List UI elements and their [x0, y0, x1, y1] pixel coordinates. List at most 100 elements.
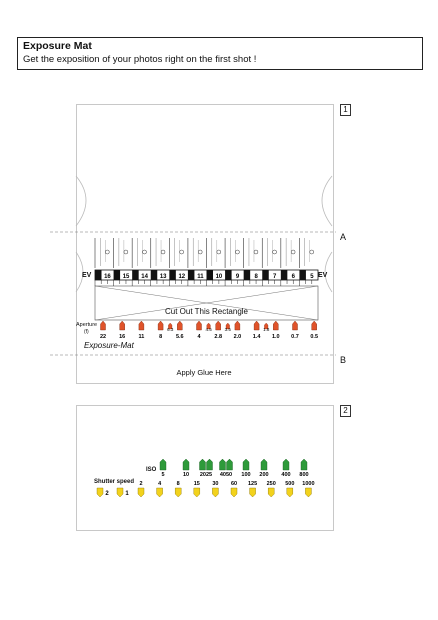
shutter-value: 500 [285, 481, 294, 487]
iso-marker [226, 458, 233, 471]
scene-icon [216, 249, 222, 255]
aperture-minor-marker [206, 322, 211, 330]
aperture-value: 0.5 [310, 334, 318, 340]
shutter-marker [230, 487, 238, 498]
ev-black-block [206, 270, 214, 280]
shutter-value: 60 [231, 481, 237, 487]
shutter-value: 30 [212, 481, 218, 487]
aperture-marker [311, 320, 317, 331]
aperture-value: 22 [100, 334, 106, 340]
ev-black-block [150, 270, 158, 280]
cutout-label: Cut Out This Rectangle [164, 307, 248, 316]
left-notch-2 [75, 251, 84, 293]
iso-value: 200 [259, 472, 268, 478]
ev-value: 9 [236, 274, 240, 280]
aperture-marker [215, 320, 221, 331]
aperture-marker [177, 320, 183, 331]
iso-label: ISO [146, 467, 157, 473]
aperture-minor-marker [225, 322, 230, 330]
iso-marker [242, 458, 250, 471]
aperture-marker [119, 320, 125, 331]
scene-icon [105, 249, 110, 255]
ev-value: 11 [197, 274, 204, 280]
aperture-marker [138, 320, 145, 331]
scene-icon [197, 249, 203, 255]
shutter-extra-marker [96, 487, 104, 498]
ev-value: 15 [123, 274, 130, 280]
aperture-marker [100, 320, 106, 331]
shutter-value: 8 [177, 481, 180, 487]
iso-marker [199, 458, 206, 471]
aperture-marker [234, 320, 241, 331]
panel-2-number: 2 [340, 405, 351, 417]
fold-label-a: A [340, 232, 347, 242]
shutter-marker [249, 487, 256, 498]
shutter-marker [193, 487, 200, 498]
shutter-value: 4 [158, 481, 162, 487]
scene-icon [309, 249, 314, 255]
ev-black-block [262, 270, 269, 280]
ev-label-right: EV [318, 272, 328, 279]
shutter-marker [212, 487, 219, 498]
iso-value: 4050 [220, 472, 232, 478]
scene-icon [142, 249, 147, 255]
ev-value: 7 [273, 274, 277, 280]
shutter-marker [305, 487, 312, 498]
shutter-value: 2 [139, 481, 142, 487]
scene-icon [235, 249, 240, 255]
ev-black-block [95, 270, 102, 280]
aperture-marker [196, 320, 202, 331]
aperture-minor-value: 6.3 [167, 327, 174, 332]
iso-marker [219, 458, 226, 471]
fold-label-b: B [340, 355, 347, 365]
ev-value: 13 [160, 274, 167, 280]
aperture-marker [292, 320, 298, 331]
aperture-value: 2.0 [234, 334, 242, 340]
ev-label-left: EV [82, 272, 92, 279]
ev-black-block [187, 270, 195, 280]
aperture-value: 1.0 [272, 334, 280, 340]
scene-icon [272, 249, 277, 255]
cutout-diagonal-2 [94, 285, 319, 321]
ev-black-block [299, 270, 306, 280]
scene-icon [160, 249, 166, 255]
scene-icon [123, 249, 129, 255]
ev-black-block [132, 270, 139, 280]
glue-label: Apply Glue Here [176, 368, 232, 377]
ev-black-block [243, 270, 251, 280]
ev-value: 8 [254, 274, 258, 280]
panel-1-number: 1 [340, 104, 351, 116]
iso-value: 5 [161, 472, 164, 478]
aperture-label: Aperture [76, 322, 98, 328]
ev-value: 5 [310, 274, 314, 280]
shutter-value: 125 [248, 481, 257, 487]
shutter-marker [156, 487, 163, 498]
shutter-label: Shutter speed [94, 479, 135, 485]
aperture-unit: (f) [84, 329, 89, 335]
aperture-marker [273, 320, 279, 331]
iso-marker [159, 458, 167, 471]
shutter-value: 15 [194, 481, 200, 487]
aperture-minor-value: 4.5 [205, 327, 212, 332]
iso-value: 10 [183, 472, 189, 478]
shutter-marker [137, 487, 145, 498]
iso-marker [300, 458, 308, 471]
right-notch [321, 175, 333, 227]
ev-black-block [280, 270, 288, 280]
ev-black-block [225, 270, 232, 280]
right-notch-2 [324, 251, 333, 293]
aperture-value: 0.7 [291, 334, 299, 340]
aperture-minor-marker [264, 322, 269, 330]
aperture-value: 4 [197, 334, 201, 340]
aperture-value: 5.6 [176, 334, 184, 340]
aperture-marker [157, 320, 164, 331]
iso-value: 2025 [200, 472, 212, 478]
scene-icon [290, 249, 296, 255]
shutter-marker [268, 487, 275, 498]
aperture-minor-value: 1.8 [263, 327, 270, 332]
scene-icon [179, 249, 184, 255]
brand-label: Exposure-Mat [84, 341, 134, 350]
ev-value: 6 [292, 274, 296, 280]
